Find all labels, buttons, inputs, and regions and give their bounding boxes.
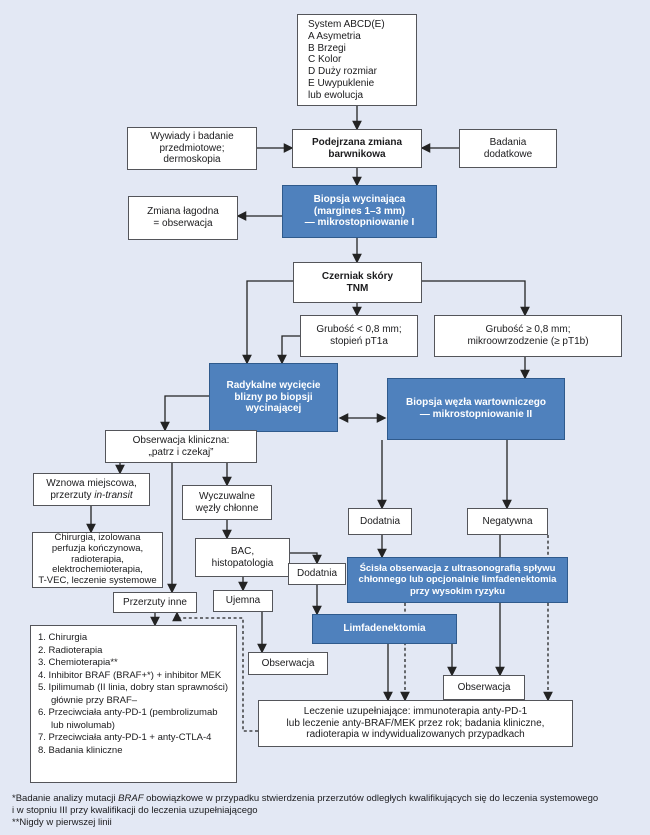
node-lista-leczenia-items: 1. Chirurgia 2. Radioterapia 3. Chemiote… — [34, 628, 233, 757]
node-system-abcde: System ABCD(E) A Asymetria B Brzegi C Ko… — [297, 14, 417, 106]
node-badania-dodatkowe-label: Badania dodatkowe — [483, 136, 533, 160]
node-wywiady-label: Wywiady i badanie przedmiotowe; dermosko… — [150, 130, 234, 166]
node-grubosc-wiecej-label: Grubość ≥ 0,8 mm; mikroowrzodzenie (≥ pT… — [467, 324, 589, 347]
node-limfadenektomia: Limfadenektomia — [312, 614, 457, 644]
node-zmiana-lagodna: Zmiana łagodna = obserwacja — [128, 196, 238, 240]
node-ujemna-bac: Ujemna — [213, 590, 273, 612]
list-item: 3. Chemioterapia** — [38, 657, 118, 669]
node-obserwacja-lewa: Obserwacja — [248, 652, 328, 675]
footnote-1-prefix: *Badanie analizy mutacji — [12, 793, 119, 804]
node-bac-histopatologia-label: BAC, histopatologia — [211, 545, 274, 569]
node-leczenie-uzupelniajace-label: Leczenie uzupełniające: immunoterapia an… — [286, 705, 545, 741]
node-obserwacja-prawa: Obserwacja — [443, 675, 525, 700]
node-biopsja-wycinajaca-label: Biopsja wycinająca (margines 1–3 mm) — m… — [304, 193, 415, 229]
node-badania-dodatkowe: Badania dodatkowe — [459, 129, 557, 168]
wznowa-line2-italic: in-transit — [94, 489, 133, 501]
list-item: 5. Ipilimumab (II linia, dobry stan spra… — [38, 682, 229, 706]
node-przerzuty-inne: Przerzuty inne — [113, 592, 197, 613]
node-biopsja-wezla-label: Biopsja węzła wartowniczego — mikrostopn… — [405, 397, 547, 420]
node-radykalne-wyciecie-label: Radykalne wycięcie blizny po biopsji wyc… — [226, 379, 321, 415]
node-biopsja-wycinajaca: Biopsja wycinająca (margines 1–3 mm) — m… — [282, 185, 437, 238]
node-wznowa-miejscowa: Wznowa miejscowa,przerzuty in-transit — [33, 473, 150, 506]
node-radykalne-wyciecie: Radykalne wycięcie blizny po biopsji wyc… — [209, 363, 338, 432]
node-scisla-obserwacja-label: Ścisła obserwacja z ultrasonografią spły… — [358, 563, 557, 597]
node-zmiana-lagodna-label: Zmiana łagodna = obserwacja — [147, 206, 219, 229]
node-limfadenektomia-label: Limfadenektomia — [343, 623, 426, 635]
footnote-1-suffix: obowiązkowe w przypadku stwierdzenia prz… — [143, 793, 599, 804]
node-wywiady: Wywiady i badanie przedmiotowe; dermosko… — [127, 127, 257, 170]
node-negatywna-wartowniczy-label: Negatywna — [482, 515, 533, 527]
node-chirurgia-perfuzja: Chirurgia, izolowana perfuzja kończynowa… — [32, 532, 163, 588]
node-podejrzana-zmiana: Podejrzana zmiana barwnikowa — [292, 129, 422, 168]
list-item: 1. Chirurgia — [38, 632, 88, 643]
node-obserwacja-prawa-label: Obserwacja — [457, 681, 511, 693]
node-dodatnia-bac: Dodatnia — [288, 563, 346, 585]
node-wyczuwalne-wezly-label: Wyczuwalne węzły chłonne — [195, 490, 259, 514]
node-ujemna-bac-label: Ujemna — [225, 595, 261, 607]
footnote-1: *Badanie analizy mutacji BRAF obowiązkow… — [12, 793, 642, 805]
node-obserwacja-kliniczna-label: Obserwacja kliniczna: „patrz i czekaj” — [132, 434, 230, 458]
node-wyczuwalne-wezly: Wyczuwalne węzły chłonne — [182, 485, 272, 520]
node-chirurgia-perfuzja-label: Chirurgia, izolowana perfuzja kończynowa… — [38, 532, 157, 587]
node-dodatnia-wartowniczy: Dodatnia — [348, 508, 412, 535]
footnote-2: i w stopniu III przy kwalifikacji do lec… — [12, 804, 258, 816]
footnote-1-italic: BRAF — [118, 793, 144, 804]
node-scisla-obserwacja: Ścisła obserwacja z ultrasonografią spły… — [347, 557, 568, 603]
footnotes: *Badanie analizy mutacji BRAF obowiązkow… — [12, 793, 642, 829]
node-czerniak-tnm: Czerniak skóry TNM — [293, 262, 422, 303]
node-bac-histopatologia: BAC, histopatologia — [195, 538, 290, 577]
wznowa-line1: Wznowa miejscowa, — [46, 477, 137, 489]
node-dodatnia-bac-label: Dodatnia — [296, 568, 338, 580]
list-item: 6. Przeciwciała anty-PD-1 (pembrolizumab… — [38, 707, 218, 731]
list-item: 4. Inhibitor BRAF (BRAF+*) + inhibitor M… — [38, 669, 222, 681]
footnote-3: **Nigdy w pierwszej linii — [12, 816, 112, 828]
node-obserwacja-kliniczna: Obserwacja kliniczna: „patrz i czekaj” — [105, 430, 257, 463]
list-item: 2. Radioterapia — [38, 644, 103, 656]
node-podejrzana-zmiana-label: Podejrzana zmiana barwnikowa — [311, 136, 403, 160]
node-biopsja-wezla: Biopsja węzła wartowniczego — mikrostopn… — [387, 378, 565, 440]
node-dodatnia-wartowniczy-label: Dodatnia — [359, 515, 401, 527]
node-negatywna-wartowniczy: Negatywna — [467, 508, 548, 535]
node-grubosc-mniej: Grubość < 0,8 mm; stopień pT1a — [300, 315, 418, 357]
node-obserwacja-lewa-label: Obserwacja — [261, 657, 315, 669]
list-item: 8. Badania kliniczne — [38, 744, 123, 756]
node-grubosc-wiecej: Grubość ≥ 0,8 mm; mikroowrzodzenie (≥ pT… — [434, 315, 622, 357]
wznowa-line2: przerzuty — [50, 489, 95, 501]
node-system-abcde-label: System ABCD(E) A Asymetria B Brzegi C Ko… — [308, 19, 385, 101]
list-item: 7. Przeciwciała anty-PD-1 + anty-CTLA-4 — [38, 732, 212, 744]
node-czerniak-tnm-label: Czerniak skóry TNM — [321, 270, 394, 294]
node-leczenie-uzupelniajace: Leczenie uzupełniające: immunoterapia an… — [258, 700, 573, 747]
node-lista-leczenia: 1. Chirurgia 2. Radioterapia 3. Chemiote… — [30, 625, 237, 783]
node-wznowa-miejscowa-label: Wznowa miejscowa,przerzuty in-transit — [46, 478, 137, 502]
node-przerzuty-inne-label: Przerzuty inne — [123, 596, 187, 608]
node-grubosc-mniej-label: Grubość < 0,8 mm; stopień pT1a — [316, 324, 402, 347]
